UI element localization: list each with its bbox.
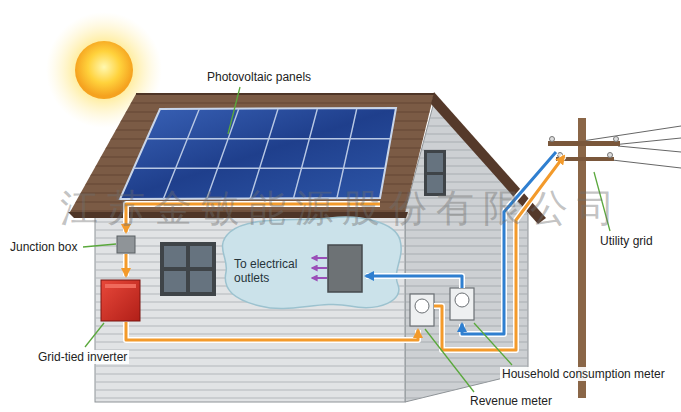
node-text: To electrical outlets (234, 257, 306, 285)
revenue-meter (410, 294, 434, 326)
ac-wire (126, 322, 418, 340)
window-pane (427, 175, 443, 193)
side-siding (405, 118, 528, 398)
front-wall (95, 214, 405, 402)
leader-line (594, 172, 610, 231)
export-wire (434, 156, 564, 350)
roof-shingles (60, 103, 440, 211)
inverter-band (105, 284, 136, 288)
consumption-meter (450, 288, 474, 320)
part-label: Photovoltaic panels (205, 70, 313, 84)
ridge (136, 93, 434, 95)
pv-panel-array (120, 108, 396, 199)
wires (126, 152, 564, 350)
window-pane (190, 271, 212, 292)
window-frame (160, 242, 216, 296)
junction-box (117, 236, 135, 253)
part-label: Grid-tied inverter (36, 350, 129, 364)
equipment (101, 236, 474, 326)
window-pane (190, 246, 212, 267)
crossbar (548, 141, 620, 146)
leader-lines (83, 87, 610, 392)
dc-wire (125, 254, 128, 276)
cutaway (222, 217, 401, 309)
window-pane (164, 246, 186, 267)
outlet-arrow (312, 257, 327, 259)
cutaway-text-box: To electrical outlets (232, 255, 308, 287)
wire-casing (126, 152, 564, 350)
leader-line (83, 244, 116, 247)
sun-disc (75, 41, 133, 99)
siding-lines (405, 118, 528, 398)
roof-plane (70, 94, 434, 212)
part-label: Revenue meter (468, 394, 554, 408)
side-wall (405, 102, 528, 402)
insulator (614, 137, 619, 142)
leader-line (228, 87, 240, 134)
utility-pole (548, 118, 681, 398)
import-wire (366, 276, 462, 288)
insulator (550, 137, 555, 142)
watermark: 江苏金敏能源股份有限公司 (60, 186, 624, 230)
inverter (101, 280, 140, 321)
window-frame (424, 150, 446, 196)
power-lines (556, 126, 681, 168)
import-wire (462, 152, 556, 334)
dc-wire (126, 204, 380, 232)
outlet-arrow (312, 267, 327, 269)
cutaway-bubble (222, 217, 401, 309)
part-label: Junction box (8, 240, 79, 254)
meter-dial (455, 293, 469, 307)
insulator (608, 153, 613, 158)
outlet-arrow (312, 277, 327, 279)
meter-dial (415, 299, 429, 313)
pv-grid (133, 109, 390, 199)
breaker-panel (328, 245, 362, 292)
part-label: Household consumption meter (500, 367, 667, 381)
shingle-lines (60, 103, 440, 211)
window-pane (427, 153, 443, 172)
leader-line (85, 323, 104, 347)
window-pane (164, 271, 186, 292)
pv-panel (120, 108, 396, 199)
side-wall-face (405, 102, 528, 402)
part-label: Utility grid (598, 234, 655, 248)
leader-line (474, 323, 512, 365)
front-wall-face (95, 214, 405, 402)
leader-line (425, 329, 474, 392)
